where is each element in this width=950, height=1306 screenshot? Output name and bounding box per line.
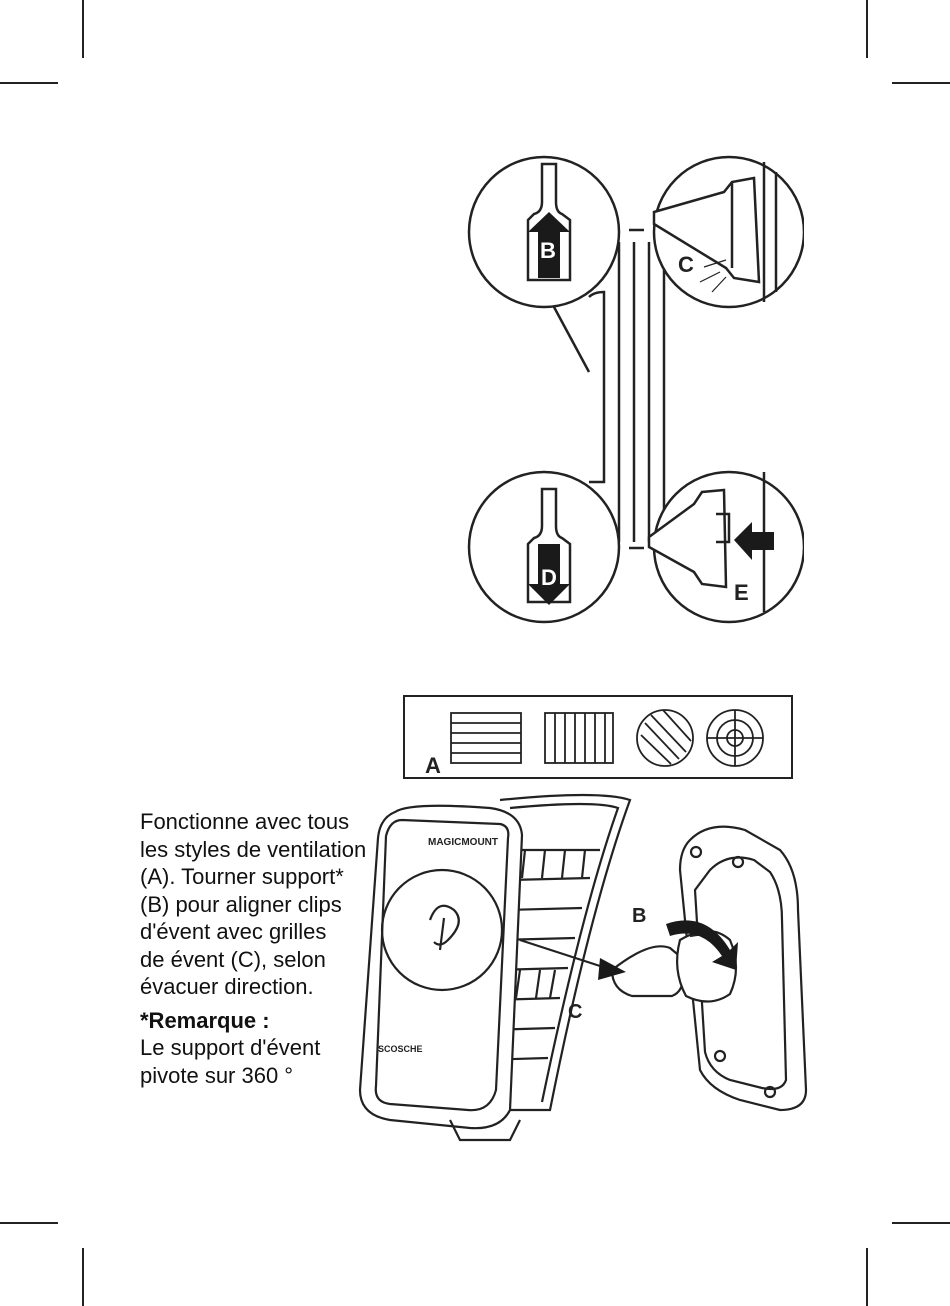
note-title: *Remarque : [140,1007,400,1035]
vent-clip-detail-svg [464,142,804,628]
vent-types-svg [405,697,791,777]
vent-types-panel: A [403,695,793,779]
instructions-body: Fonctionne avec tous les styles de venti… [140,808,400,1001]
instructions-text-block: Fonctionne avec tous les styles de venti… [140,808,400,1089]
callout-e: E [734,582,749,604]
crop-mark [82,1248,84,1306]
crop-mark [866,1248,868,1306]
callout-b: B [540,240,556,262]
mount-brand-top: MAGICMOUNT [428,837,498,848]
callout-d: D [541,567,557,589]
crop-mark [892,1222,950,1224]
note-body: Le support d'évent pivote sur 360 ° [140,1034,400,1089]
callout-a: A [425,755,441,777]
vent-clip-detail-diagram: B C D E [464,142,804,628]
mount-on-vent-diagram: MAGICMOUNT SCOSCHE B C [350,790,820,1150]
callout-c: C [678,254,694,276]
callout-c: C [568,1002,582,1022]
callout-b: B [632,906,646,926]
crop-mark [0,82,58,84]
mount-on-vent-svg: MAGICMOUNT SCOSCHE [350,790,820,1150]
crop-mark [0,1222,58,1224]
crop-mark [892,82,950,84]
crop-mark [866,0,868,58]
crop-mark [82,0,84,58]
